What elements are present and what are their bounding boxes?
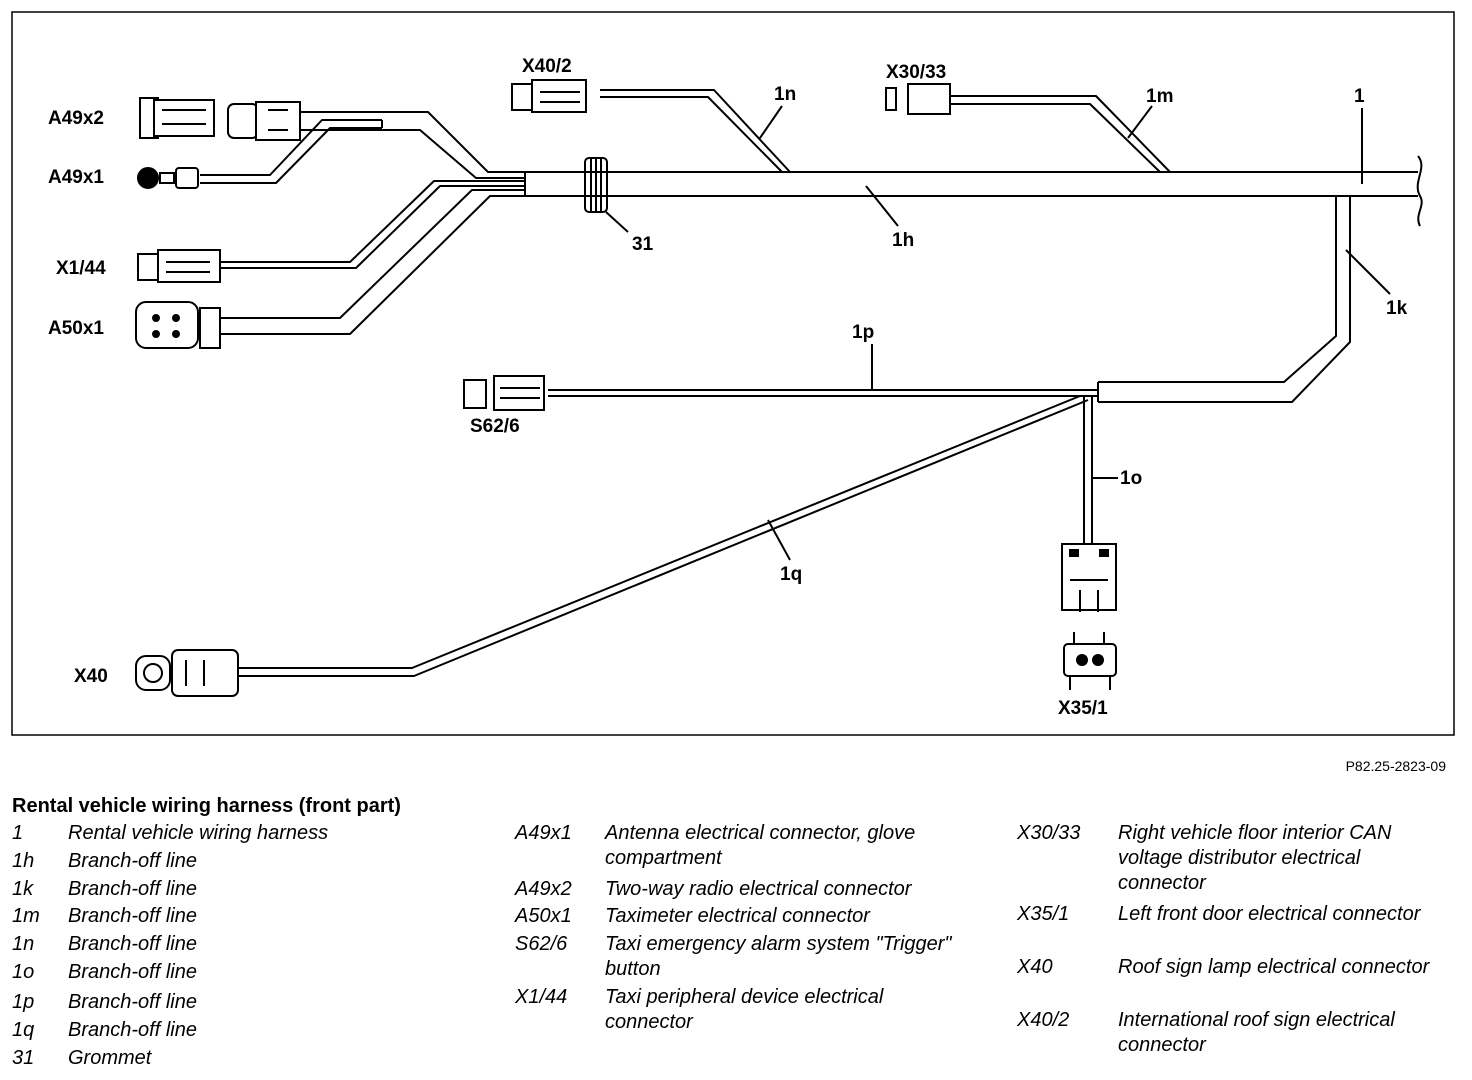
- figure-reference: P82.25-2823-09: [1345, 758, 1446, 774]
- legend-code: 1n: [12, 933, 35, 955]
- legend-desc: Branch-off line: [68, 961, 197, 983]
- legend-code: 31: [12, 1047, 35, 1069]
- legend-desc: Branch-off line: [68, 850, 197, 872]
- wire-x1-44: [220, 180, 525, 269]
- label-line-1: 1: [1354, 86, 1365, 107]
- legend-item: A49x1 Antenna electrical connector, glove…: [515, 821, 985, 873]
- legend-desc: Right vehicle floor interior CAN voltage…: [1118, 822, 1392, 894]
- wire-a49x1: [200, 119, 383, 184]
- branch-1n: [600, 89, 791, 173]
- legend-desc: Taxi emergency alarm system "Trigger" bu…: [605, 933, 952, 980]
- legend-title: Rental vehicle wiring harness (front par…: [12, 795, 401, 817]
- legend-item: A50x1 Taximeter electrical connector: [515, 904, 985, 930]
- legend-desc: Grommet: [68, 1047, 152, 1069]
- legend-code: 1q: [12, 1019, 35, 1041]
- connector-x40-icon: [135, 649, 239, 697]
- legend-item: 31 Grommet: [12, 1046, 472, 1072]
- legend-desc: Roof sign lamp electrical connector: [1118, 956, 1430, 978]
- legend-code: 1p: [12, 991, 35, 1013]
- connector-a49x2-icon: [139, 97, 301, 141]
- legend-code: 1k: [12, 878, 34, 900]
- diagram-frame: [11, 11, 1455, 736]
- legend-code: A50x1: [515, 905, 572, 927]
- legend-item: 1n Branch-off line: [12, 932, 472, 958]
- label-a49x1: A49x1: [48, 167, 104, 188]
- label-line-1p: 1p: [852, 322, 874, 343]
- legend-code: A49x1: [515, 822, 572, 844]
- legend-desc: Rental vehicle wiring harness: [68, 822, 329, 844]
- grommet-31: [584, 157, 608, 213]
- legend-code: X30/33: [1017, 822, 1081, 844]
- label-line-1k: 1k: [1386, 298, 1408, 319]
- legend-desc: Branch-off line: [68, 878, 197, 900]
- connector-a49x1-icon: [137, 167, 199, 189]
- legend-item: 1q Branch-off line: [12, 1018, 472, 1044]
- connector-x35-1-icon: [1061, 543, 1117, 690]
- legend-desc: International roof sign electrical conne…: [1118, 1009, 1395, 1056]
- legend-code: X40: [1017, 956, 1053, 978]
- connector-x30-33-icon: [885, 83, 951, 115]
- label-s62-6: S62/6: [470, 416, 520, 437]
- wiring-harness-diagram: A49x2 A49x1 X1/44 A50x1 X40/2 X30/33 S62…: [11, 11, 1455, 736]
- wire-a50x1: [220, 189, 525, 335]
- legend-desc: Left front door electrical connector: [1118, 903, 1421, 925]
- label-x40: X40: [74, 666, 108, 687]
- legend-desc: Branch-off line: [68, 1019, 197, 1041]
- legend-desc: Branch-off line: [68, 905, 197, 927]
- label-a49x2: A49x2: [48, 108, 104, 129]
- connector-a50x1-icon: [135, 301, 221, 349]
- legend-code: X35/1: [1017, 903, 1070, 925]
- legend-item: 1p Branch-off line: [12, 990, 472, 1016]
- label-x1-44: X1/44: [56, 258, 106, 279]
- label-line-1n: 1n: [774, 84, 796, 105]
- branch-1m: [950, 95, 1171, 173]
- branch-1o: [1083, 396, 1093, 546]
- leader-lines: [605, 105, 1391, 561]
- legend-item: 1m Branch-off line: [12, 904, 472, 930]
- branch-1k: [1097, 196, 1351, 403]
- legend-code: X40/2: [1017, 1009, 1070, 1031]
- connector-s62-6-icon: [463, 375, 545, 411]
- legend-code: 1o: [12, 961, 35, 983]
- label-x40-2: X40/2: [522, 56, 572, 77]
- label-x35-1: X35/1: [1058, 698, 1108, 719]
- label-a50x1: A50x1: [48, 318, 104, 339]
- legend-code: S62/6: [515, 933, 568, 955]
- legend-code: 1h: [12, 850, 35, 872]
- legend-code: 1m: [12, 905, 40, 927]
- legend-code: X1/44: [515, 986, 568, 1008]
- legend-item: 1h Branch-off line: [12, 849, 472, 875]
- legend-desc: Branch-off line: [68, 933, 197, 955]
- label-x30-33: X30/33: [886, 62, 946, 83]
- legend-desc: Two-way radio electrical connector: [605, 878, 912, 900]
- label-line-1h: 1h: [892, 230, 914, 251]
- legend-item: 1k Branch-off line: [12, 877, 472, 903]
- main-harness: [524, 155, 1423, 227]
- legend-desc: Taxi peripheral device electrical connec…: [605, 986, 884, 1033]
- legend-item: X30/33 Right vehicle floor interior CAN v…: [1017, 821, 1457, 899]
- branch-1p: [548, 389, 1098, 397]
- wire-a49x2: [300, 111, 525, 179]
- legend-desc: Antenna electrical connector, glove comp…: [605, 822, 916, 869]
- label-line-1o: 1o: [1120, 468, 1142, 489]
- legend-desc: Branch-off line: [68, 991, 197, 1013]
- branch-1q: [238, 395, 1089, 677]
- legend-code: 1: [12, 822, 24, 844]
- legend-item: 1o Branch-off line: [12, 960, 472, 986]
- legend-item: X40/2 International roof sign electrical …: [1017, 1008, 1457, 1060]
- legend-item: S62/6 Taxi emergency alarm system "Trigge…: [515, 932, 985, 984]
- label-line-1m: 1m: [1146, 86, 1173, 107]
- legend-code: A49x2: [515, 878, 572, 900]
- legend-item: A49x2 Two-way radio electrical connector: [515, 877, 985, 903]
- legend-item: X35/1 Left front door electrical connecto…: [1017, 902, 1457, 954]
- legend-item: 1 Rental vehicle wiring harness: [12, 821, 472, 847]
- label-grommet-31: 31: [632, 234, 654, 255]
- legend-desc: Taximeter electrical connector: [605, 905, 870, 927]
- legend-item: X1/44 Taxi peripheral device electrical c…: [515, 985, 985, 1037]
- label-line-1q: 1q: [780, 564, 802, 585]
- connector-x40-2-icon: [511, 79, 587, 113]
- connector-x1-44-icon: [137, 249, 221, 283]
- legend-item: X40 Roof sign lamp electrical connector: [1017, 955, 1457, 1007]
